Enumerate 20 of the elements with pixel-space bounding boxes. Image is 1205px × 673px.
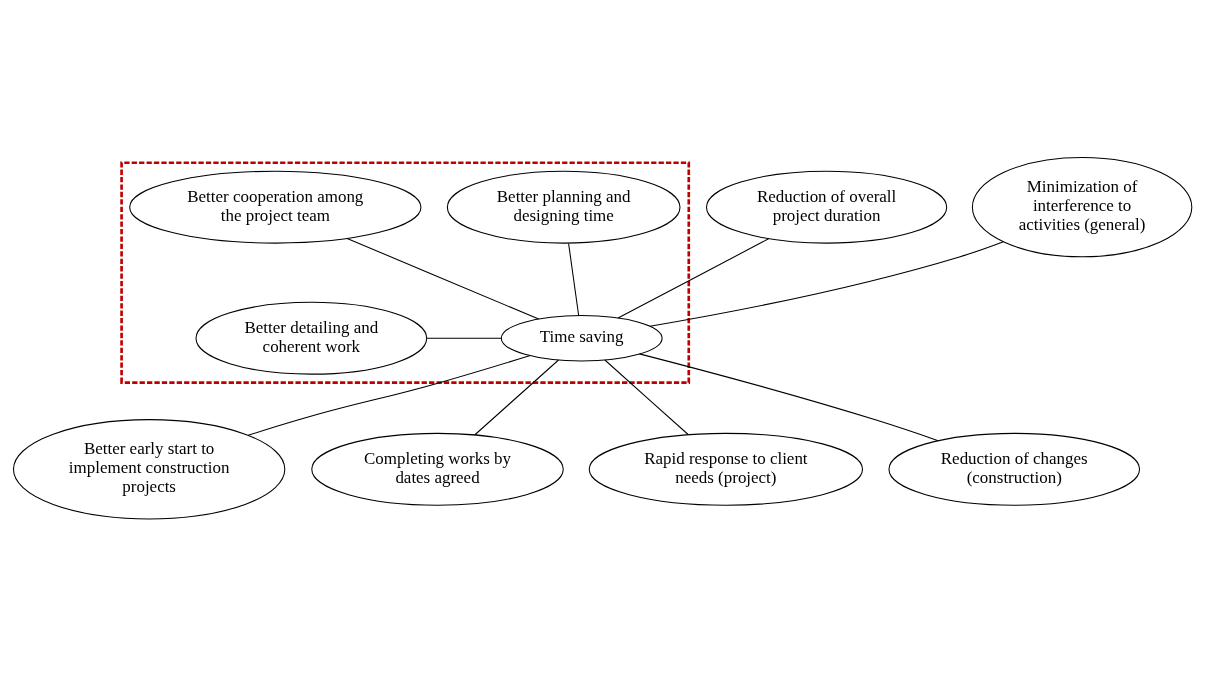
connector <box>649 241 1004 327</box>
connector <box>617 238 770 319</box>
connector <box>247 355 531 436</box>
cluster <box>120 161 691 385</box>
node-ellipse: Better detailing and coherent work <box>195 301 428 375</box>
node-ellipse: Reduction of overall project duration <box>706 170 948 244</box>
node-ellipse: Better planning and designing time <box>446 170 681 244</box>
connector <box>474 359 560 436</box>
connector <box>346 237 540 320</box>
node-ellipse: Better early start to implement construction projects <box>12 419 286 520</box>
node-ellipse: Rapid response to client needs (project) <box>588 432 864 506</box>
connector <box>426 337 502 339</box>
connector <box>604 359 689 435</box>
node-ellipse: Better cooperation among the project team <box>129 170 422 244</box>
node-ellipse: Completing works by dates agreed <box>311 432 564 506</box>
connector <box>638 353 939 442</box>
connector <box>568 242 580 317</box>
node-ellipse: Time saving <box>500 315 663 362</box>
node-ellipse: Reduction of changes (construction) <box>888 432 1141 506</box>
node-ellipse: Minimization of interference to activities (general) <box>971 157 1193 258</box>
